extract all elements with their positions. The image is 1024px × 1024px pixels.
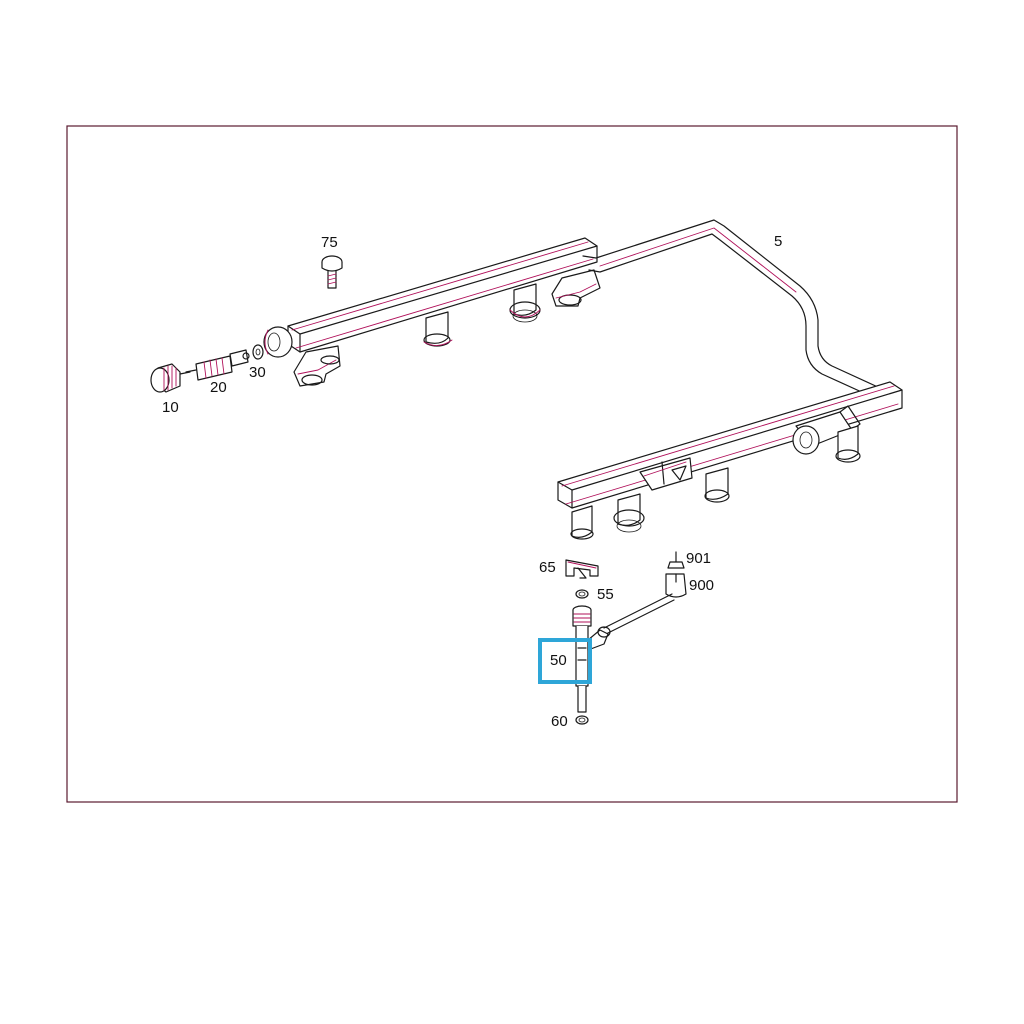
left-rail-bracket-front	[551, 269, 601, 307]
connector-901	[667, 551, 685, 569]
label-20: 20	[210, 379, 227, 396]
left-rail-bar	[287, 237, 598, 353]
label-901: 901	[686, 550, 711, 567]
clamp-65	[565, 559, 599, 579]
left-rail-bracket-rear	[293, 345, 341, 387]
label-10: 10	[162, 399, 179, 416]
left-rail-cup-1	[423, 311, 453, 347]
valve-20	[185, 349, 250, 381]
label-50: 50	[550, 652, 567, 669]
fuel-rail-assembly	[263, 219, 903, 540]
left-rail-end-plug	[263, 326, 293, 358]
right-rail-cup-2	[613, 493, 645, 533]
label-60: 60	[551, 713, 568, 730]
crossover-pipe	[582, 219, 881, 395]
label-65: 65	[539, 559, 556, 576]
right-rail-end-fitting	[792, 405, 861, 455]
right-rail-cup-3	[570, 505, 594, 540]
label-30: 30	[249, 364, 266, 381]
injector-wire	[603, 593, 673, 629]
injector-wire-2	[605, 599, 675, 635]
seal-30	[252, 344, 264, 360]
right-rail-cup-1	[704, 467, 730, 503]
cap-10	[150, 363, 191, 393]
right-rail-cup-rear	[835, 425, 861, 463]
label-55: 55	[597, 586, 614, 603]
highlight-box-50	[538, 638, 592, 684]
bolt-75	[321, 255, 343, 289]
o-ring-55	[575, 589, 589, 599]
connector-900	[665, 573, 687, 598]
diagram-frame	[66, 125, 958, 803]
o-ring-60	[575, 715, 589, 725]
left-rail-cup-2	[509, 283, 541, 323]
label-75: 75	[321, 234, 338, 251]
label-5: 5	[774, 233, 782, 250]
label-900: 900	[689, 577, 714, 594]
right-rail-center-bracket	[639, 457, 693, 491]
